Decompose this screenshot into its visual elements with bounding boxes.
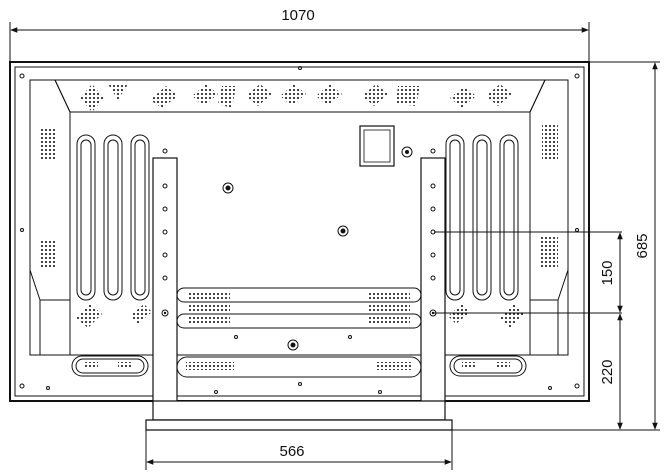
overall-height-dimension: 685 <box>634 62 658 430</box>
overall-width-label: 1070 <box>281 7 314 24</box>
terminal-box <box>359 125 413 167</box>
overall-height-label: 685 <box>634 233 651 258</box>
mount-spacing-dimension: 150 <box>599 232 623 313</box>
stand-width-label: 566 <box>279 443 304 460</box>
center-vent-dots <box>186 291 412 370</box>
mount-spacing-label: 150 <box>599 260 616 285</box>
stand-post-left <box>152 157 178 404</box>
lower-vents <box>76 304 524 328</box>
top-vents <box>40 84 558 268</box>
right-grille <box>445 134 519 301</box>
stand-width-dimension: 566 <box>145 430 453 470</box>
bottom-side-vents <box>71 355 527 377</box>
stand-base <box>145 400 453 431</box>
width-dimension: 1070 <box>9 7 590 62</box>
screws <box>19 66 580 394</box>
mount-height-dimension: 220 <box>599 313 623 430</box>
stand-post-right <box>420 157 446 404</box>
left-grille <box>76 134 150 301</box>
mount-height-label: 220 <box>599 359 616 384</box>
center-vent-bars <box>176 287 422 378</box>
mount-reference-lines <box>434 61 660 431</box>
